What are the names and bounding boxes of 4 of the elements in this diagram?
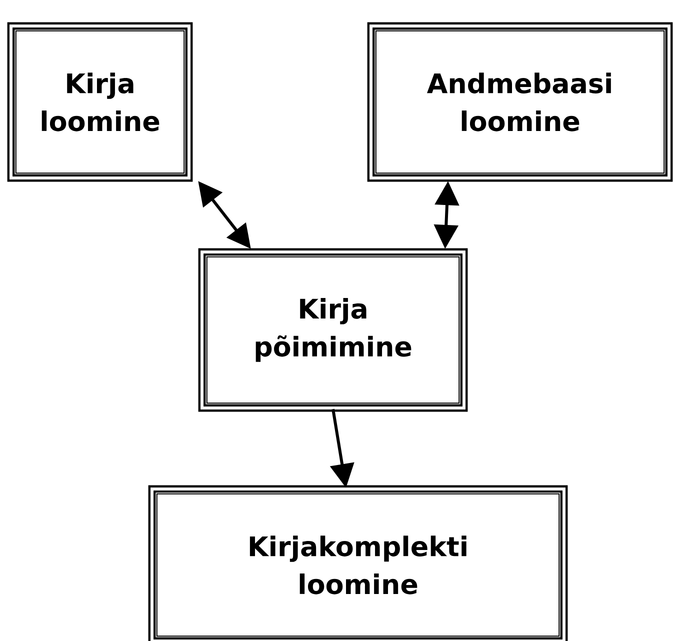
- process-box: Kirja loomine: [7, 22, 193, 182]
- process-box: Kirja põimimine: [198, 248, 468, 412]
- process-box: Andmebaasi loomine: [367, 22, 673, 182]
- process-box: Kirjakomplekti loomine: [148, 485, 568, 641]
